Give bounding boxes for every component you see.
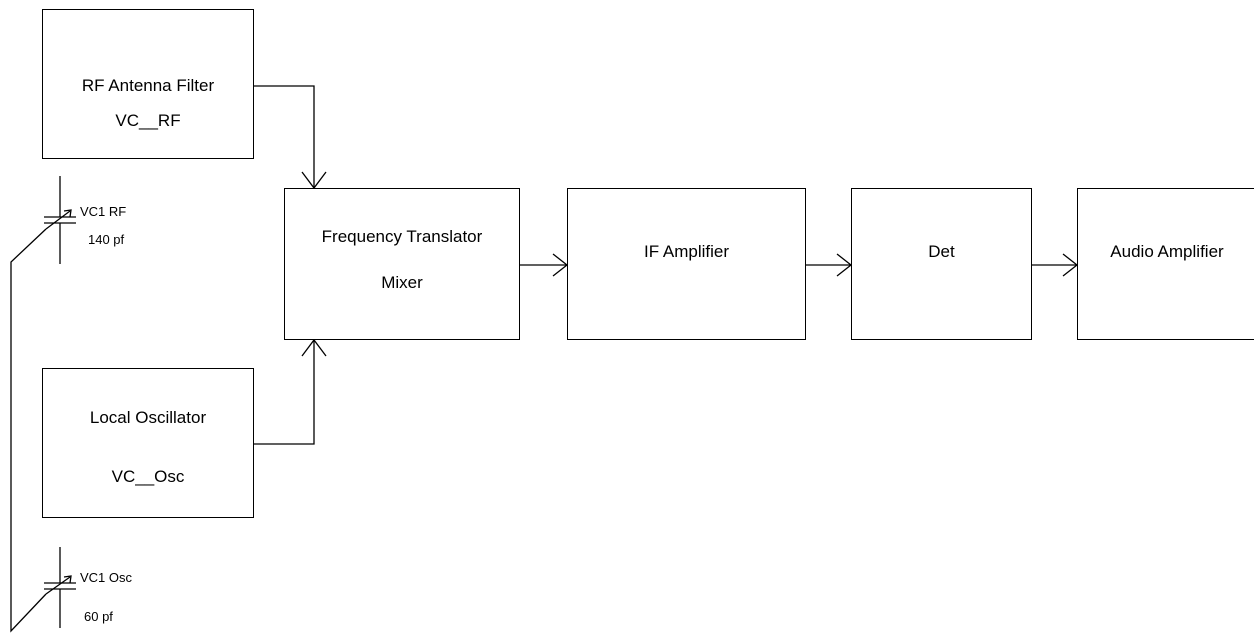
mixer-block: Frequency Translator Mixer [284, 188, 520, 340]
rf-antenna-filter-block: RF Antenna Filter VC__RF [42, 9, 254, 159]
if-amplifier-label: IF Amplifier [643, 242, 730, 261]
vc1-osc-value: 60 pf [84, 609, 113, 624]
vc1-osc-name: VC1 Osc [80, 570, 133, 585]
local-osc-capacitor-label: VC__Osc [111, 467, 185, 486]
audio-amplifier-block: Audio Amplifier [1077, 188, 1254, 340]
vc1-rf-value: 140 pf [88, 232, 125, 247]
rf-filter-to-mixer-wire [254, 85, 315, 188]
local-osc-to-mixer-arrowhead [301, 338, 327, 357]
detector-block: Det [851, 188, 1032, 340]
local-osc-to-mixer-wire [254, 340, 315, 445]
rf-filter-title: RF Antenna Filter [81, 76, 215, 95]
detector-label: Det [928, 242, 955, 261]
mixer-title: Frequency Translator [321, 227, 483, 246]
vc1-rf-name: VC1 RF [80, 204, 127, 219]
local-osc-title: Local Oscillator [89, 408, 207, 427]
mixer-subtitle: Mixer [381, 273, 423, 292]
vc1-osc-capacitor-symbol [44, 547, 76, 628]
audio-amplifier-label: Audio Amplifier [1110, 242, 1224, 261]
rf-filter-capacitor-label: VC__RF [115, 111, 181, 130]
vc1-rf-capacitor-symbol [44, 176, 76, 264]
if-amplifier-block: IF Amplifier [567, 188, 806, 340]
local-oscillator-block: Local Oscillator VC__Osc [42, 368, 254, 518]
gang-tuning-link [10, 228, 47, 633]
